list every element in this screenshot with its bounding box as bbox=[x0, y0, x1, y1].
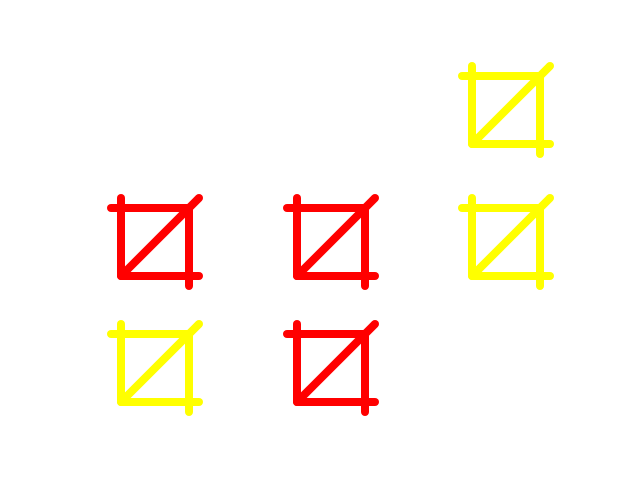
crop-icon bbox=[283, 194, 379, 290]
crop-icon bbox=[283, 320, 379, 416]
crop-icon bbox=[458, 194, 554, 290]
crop-icon bbox=[107, 194, 203, 290]
crop-icon bbox=[107, 320, 203, 416]
crop-icon bbox=[458, 62, 554, 158]
